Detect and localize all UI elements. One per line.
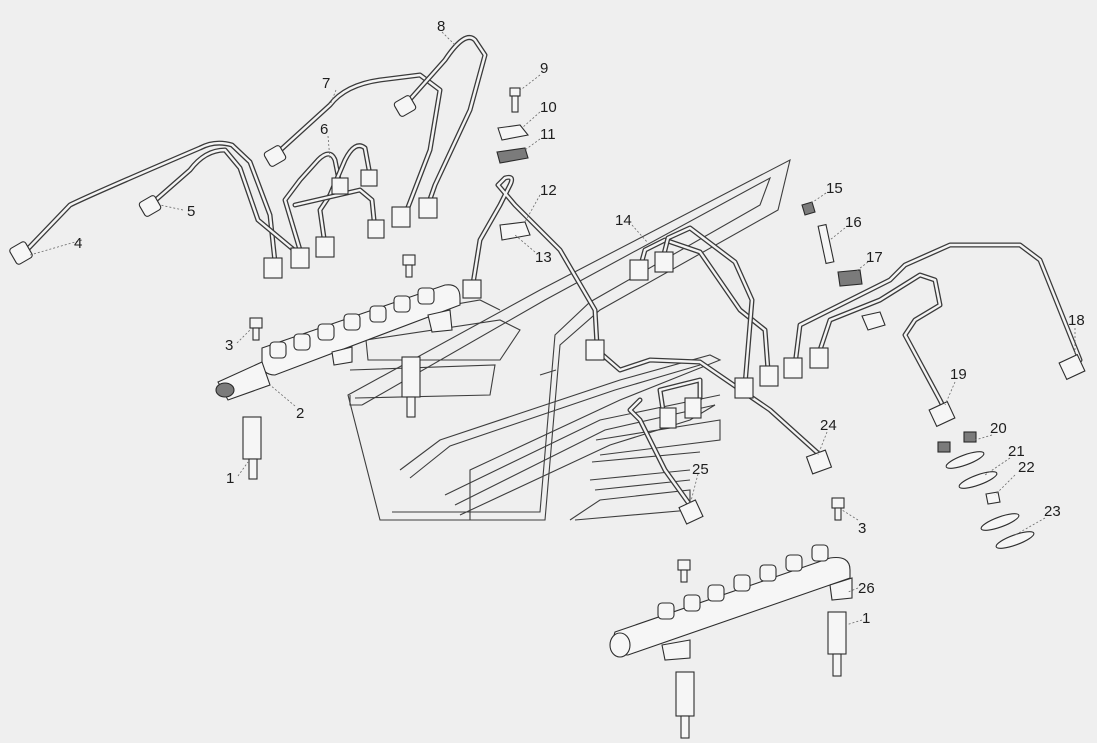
callout-3-lower: 3 (858, 520, 866, 537)
callout-10: 10 (540, 99, 557, 116)
callout-11: 11 (540, 126, 556, 143)
callout-22: 22 (1018, 459, 1035, 476)
callout-9: 9 (540, 60, 548, 77)
callout-12: 12 (540, 182, 557, 199)
callout-23: 23 (1044, 503, 1061, 520)
callout-2: 2 (296, 405, 304, 422)
callout-3: 3 (225, 337, 233, 354)
callout-14: 14 (615, 212, 632, 229)
common-rail-upper (215, 284, 461, 401)
callout-labels: 1 2 3 4 5 6 7 8 9 10 11 12 13 14 15 16 1… (74, 18, 1085, 627)
callout-6: 6 (320, 121, 328, 138)
callout-20: 20 (990, 420, 1007, 437)
engine-block-outline (347, 158, 791, 521)
callout-1-lower: 1 (862, 610, 870, 627)
callout-21: 21 (1008, 443, 1025, 460)
callout-15: 15 (826, 180, 843, 197)
callout-16: 16 (845, 214, 862, 231)
small-hardware (249, 87, 1035, 583)
callout-7: 7 (322, 75, 330, 92)
callout-5: 5 (187, 203, 195, 220)
callout-18: 18 (1068, 312, 1085, 329)
callout-13: 13 (535, 249, 552, 266)
leader-lines (29, 31, 1076, 626)
mounting-spacers (242, 356, 847, 739)
bolt-icon (249, 317, 263, 329)
callout-25: 25 (692, 461, 709, 478)
callout-26: 26 (858, 580, 875, 597)
callout-8: 8 (437, 18, 445, 35)
callout-1: 1 (226, 470, 234, 487)
callout-24: 24 (820, 417, 837, 434)
high-pressure-connector-icon (9, 95, 1086, 525)
callout-17: 17 (866, 249, 883, 266)
callout-4: 4 (74, 235, 82, 252)
common-rail-lower (609, 544, 853, 661)
callout-19: 19 (950, 366, 967, 383)
